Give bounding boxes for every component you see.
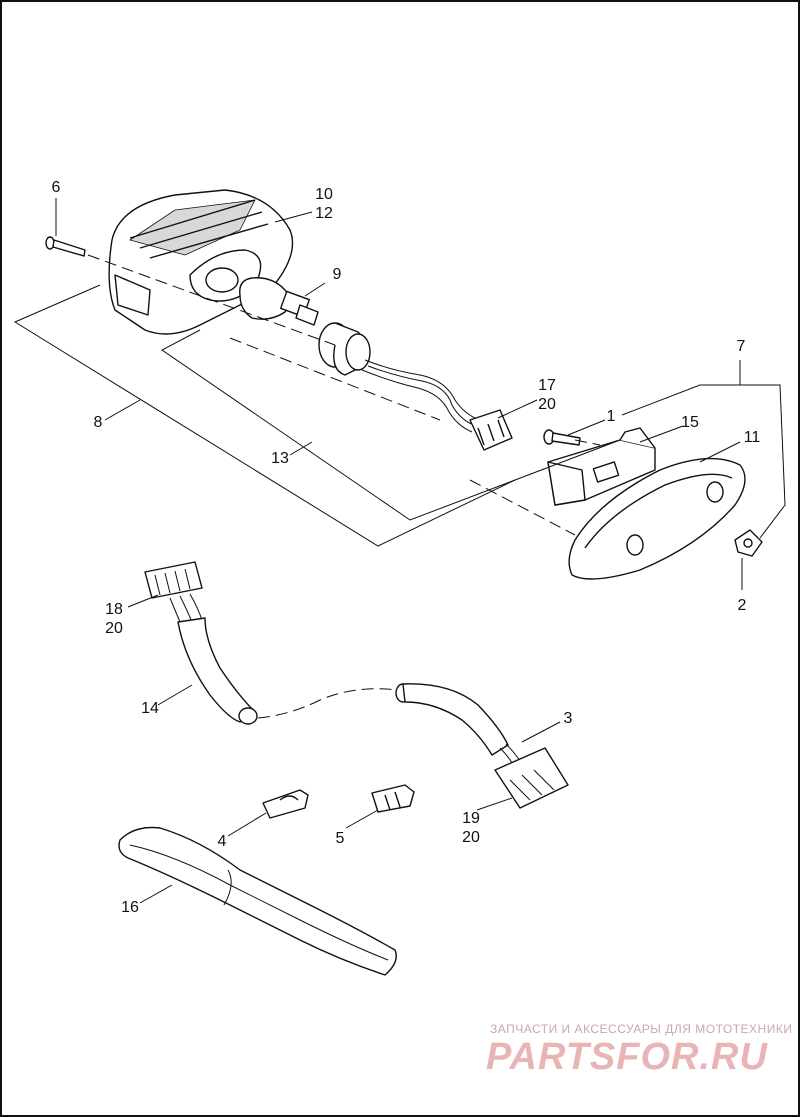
callout-16: 16 (121, 899, 139, 916)
lens (568, 457, 746, 580)
callout-17: 17 (538, 377, 556, 394)
bracket-13 (161, 329, 621, 521)
callout-5: 5 (336, 830, 345, 847)
clip-2 (734, 529, 763, 557)
callout-20-b: 20 (105, 620, 123, 637)
bracket-8 (13, 284, 516, 547)
callout-7: 7 (737, 338, 746, 355)
callout-11: 11 (744, 429, 761, 446)
callout-9: 9 (333, 266, 342, 283)
axis-line-4 (469, 479, 576, 536)
axis-line-2 (229, 337, 441, 421)
callout-6: 6 (52, 179, 61, 196)
callout-8: 8 (94, 414, 103, 431)
callout-13: 13 (271, 450, 289, 467)
screw-6 (45, 236, 86, 257)
watermark-logo: PARTSFOR.RU (486, 1036, 768, 1078)
wire-harness (144, 561, 569, 809)
callout-19: 19 (462, 810, 480, 827)
screw-1 (543, 429, 581, 446)
callout-20-c: 20 (462, 829, 480, 846)
bracket-module (547, 427, 656, 506)
callout-1: 1 (607, 408, 616, 425)
bracket-7 (621, 384, 786, 539)
callout-4: 4 (218, 833, 227, 850)
trim-strip (118, 826, 397, 976)
axis-line-1 (87, 254, 336, 346)
callout-15: 15 (681, 414, 699, 431)
callout-20-a: 20 (538, 396, 556, 413)
callout-12: 12 (315, 205, 333, 222)
clip-4 (262, 789, 309, 819)
watermark-tagline: ЗАПЧАСТИ И АКСЕССУАРЫ ДЛЯ МОТОТЕХНИКИ (490, 1022, 793, 1036)
callout-10: 10 (315, 186, 333, 203)
leader-lines (55, 198, 743, 904)
socket-harness (318, 322, 513, 451)
bulb (239, 277, 319, 326)
axis-line-3 (574, 439, 601, 446)
callout-2: 2 (738, 597, 747, 614)
clip-5 (371, 784, 415, 813)
callout-18: 18 (105, 601, 123, 618)
callout-3: 3 (564, 710, 573, 727)
callout-14: 14 (141, 700, 159, 717)
